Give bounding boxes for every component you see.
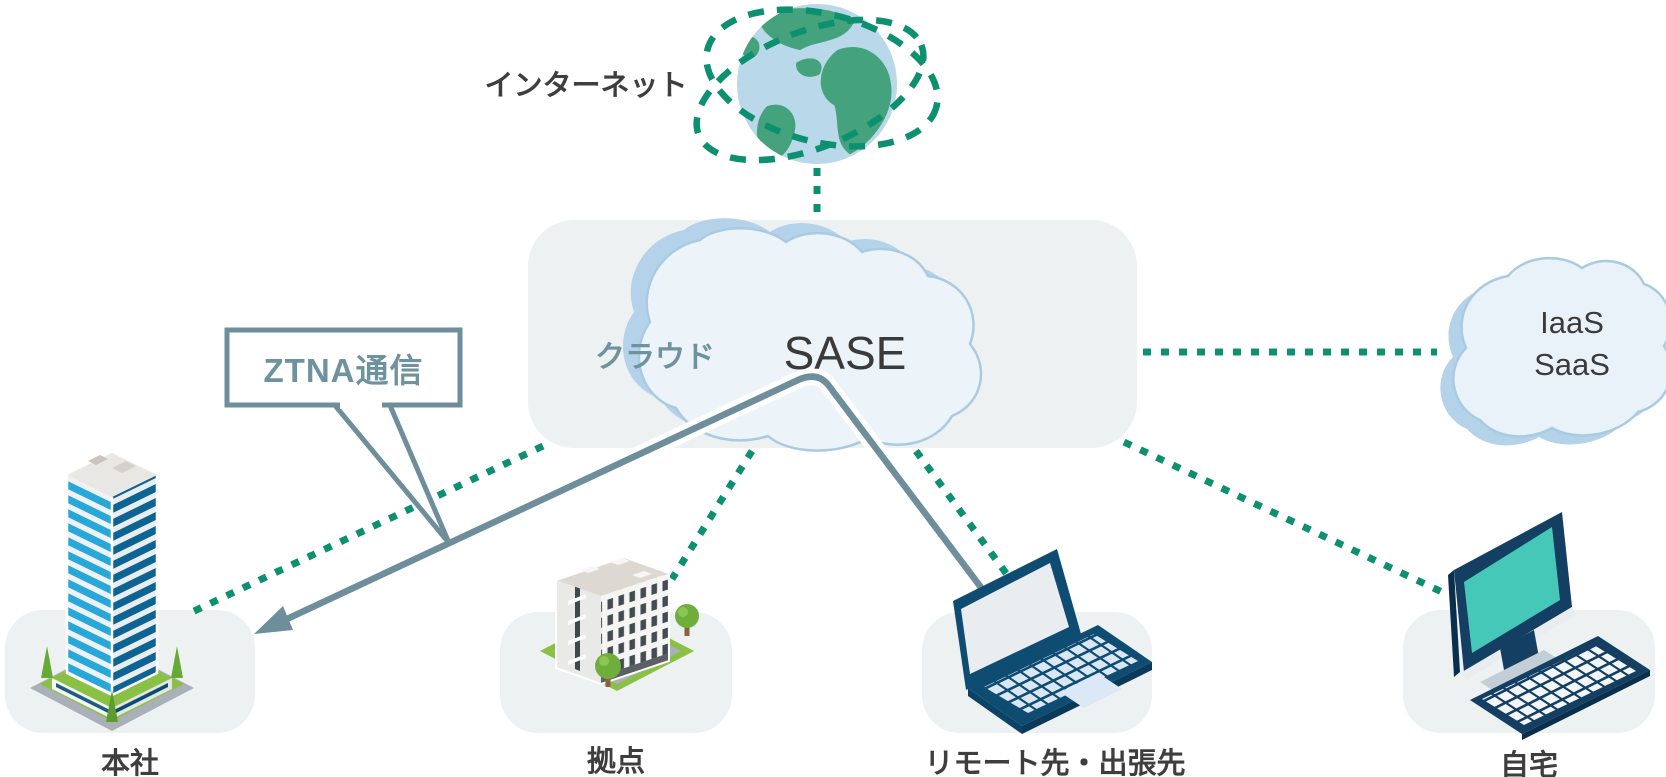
iaas-line: IaaS xyxy=(1540,305,1604,340)
network-connectors xyxy=(188,168,1444,617)
ztna-callout-label: ZTNA通信 xyxy=(263,351,424,389)
arrowhead-icon xyxy=(254,606,293,634)
iaas-saas-label: IaaS SaaS xyxy=(1492,302,1652,386)
home-label: 自宅 xyxy=(1499,750,1558,777)
iaas-saas-cloud-icon xyxy=(1440,256,1666,446)
remote-label: リモート先・出張先 xyxy=(924,748,1186,777)
connector-cloud-branch xyxy=(669,449,755,581)
branch-label: 拠点 xyxy=(586,746,645,777)
ztna-arrow xyxy=(254,368,998,634)
laptop-icon xyxy=(953,549,1152,734)
hq-building-icon xyxy=(30,451,194,731)
internet-globe-icon xyxy=(693,4,941,164)
connector-cloud-home xyxy=(1122,438,1444,596)
internet-label: インターネット xyxy=(484,70,688,102)
desktop-icon xyxy=(1448,512,1650,740)
sase-cloud-icon xyxy=(622,218,983,452)
connector-cloud-hq xyxy=(188,442,545,617)
branch-building-icon xyxy=(540,555,699,691)
hq-label: 本社 xyxy=(100,748,159,777)
cloud-zone-label: クラウド xyxy=(595,341,715,374)
saas-line: SaaS xyxy=(1534,347,1610,382)
ztna-callout xyxy=(224,327,463,546)
sase-label: SASE xyxy=(783,327,907,379)
